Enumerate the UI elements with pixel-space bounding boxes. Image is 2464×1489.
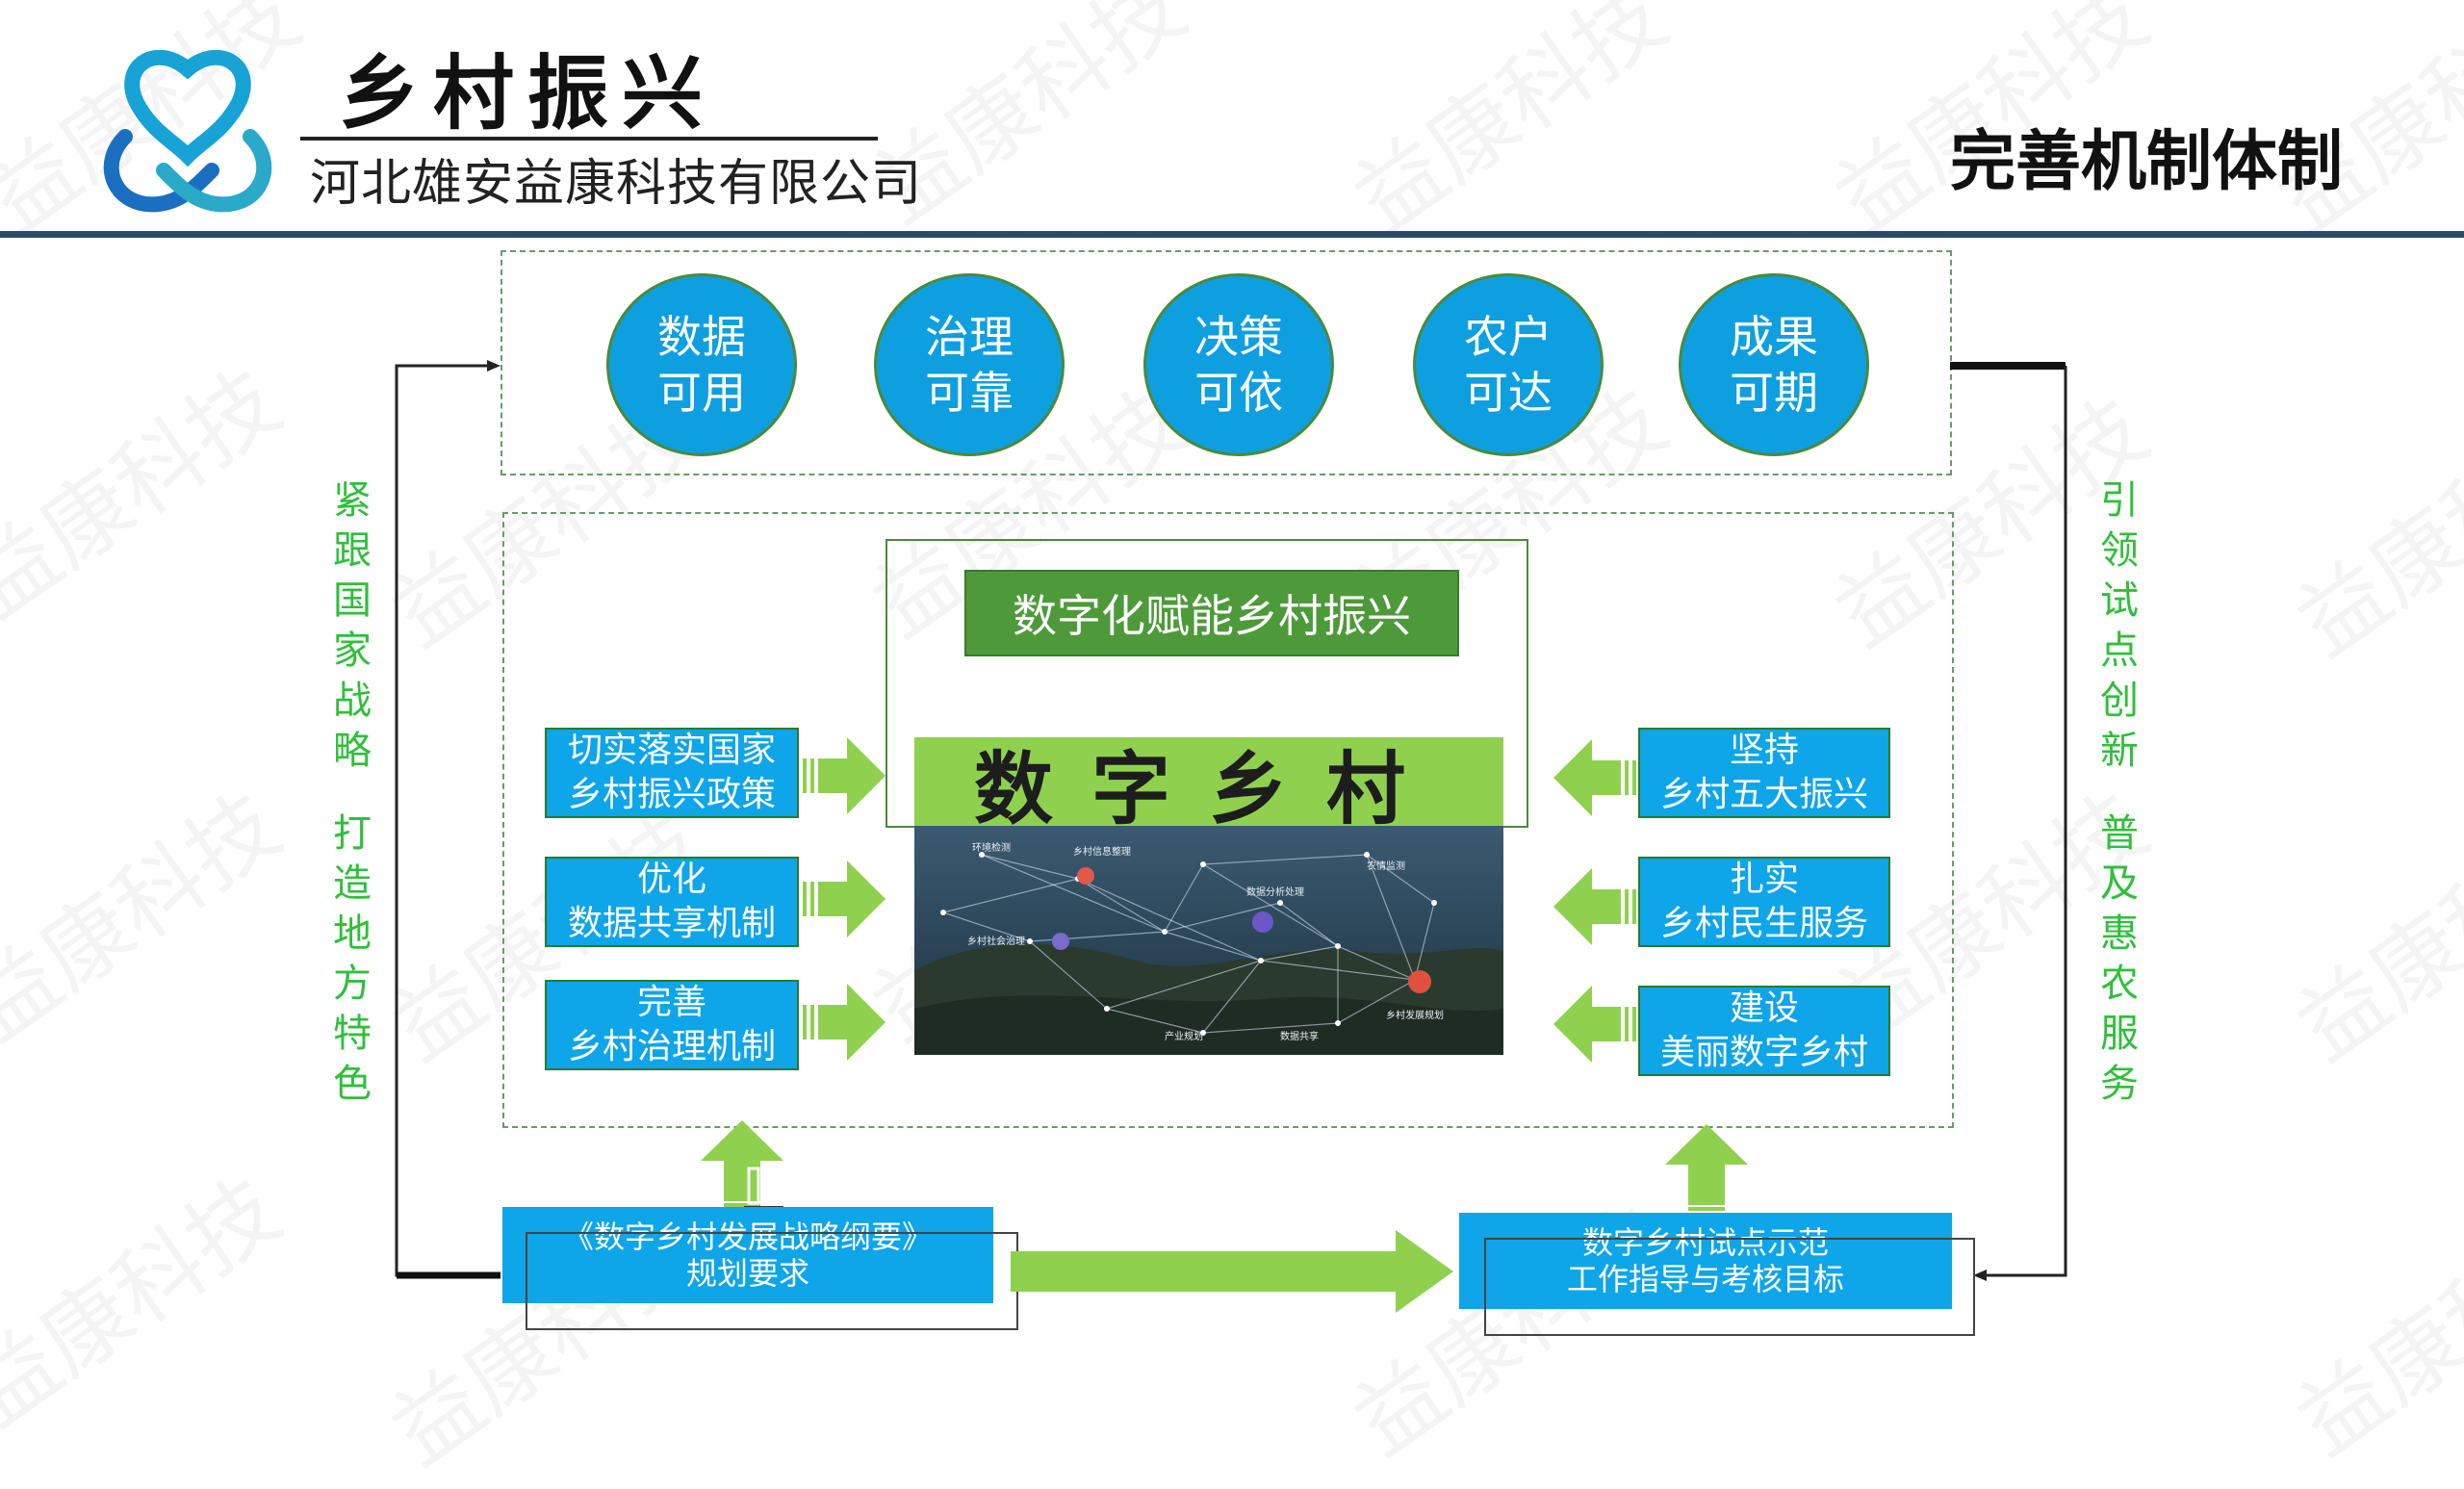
box-line: 数字乡村试点示范: [1581, 1224, 1829, 1261]
box-line: 乡村治理机制: [567, 1027, 776, 1066]
caption-char: 及: [2100, 861, 2139, 906]
caption-char: 家: [333, 629, 372, 673]
goal-circle: 决策 可依: [1143, 273, 1334, 456]
caption-char: 服: [2100, 1012, 2139, 1056]
arrow-up-icon: [1665, 1124, 1748, 1211]
pilot-target-box: 数字乡村试点示范 工作指导与考核目标: [1459, 1213, 1952, 1309]
caption-char: 惠: [2100, 911, 2139, 956]
box-line: 工作指导与考核目标: [1566, 1261, 1844, 1297]
center-banner: 数字化赋能乡村振兴: [964, 570, 1459, 656]
goal-line: 可靠: [925, 367, 1014, 419]
caption-char: 农: [2100, 962, 2139, 1006]
goal-line: 数据: [657, 311, 746, 363]
goal-circle: 治理 可靠: [874, 273, 1065, 456]
box-line: 优化: [636, 860, 706, 899]
box-line: 坚持: [1729, 731, 1799, 770]
goal-line: 决策: [1194, 311, 1283, 363]
box-line: 扎实: [1729, 860, 1799, 899]
photo-label: 数据共享: [1280, 1030, 1319, 1042]
arrow-right-icon: [803, 737, 886, 814]
digital-village-image: 乡村信息整理 数据分析处理 乡村社会治理 乡村发展规划 农情监测 环境检测 产业…: [914, 826, 1503, 1055]
box-line: 规划要求: [685, 1255, 809, 1292]
goal-line: 农户: [1464, 311, 1553, 363]
company-logo-icon: [103, 50, 272, 213]
caption-char: 方: [333, 962, 372, 1006]
arrow-right-icon: [803, 860, 886, 937]
box-line: 《数字乡村发展战略纲要》: [562, 1219, 933, 1255]
photo-label: 农情监测: [1367, 860, 1405, 872]
caption-char: 紧: [333, 478, 372, 523]
goal-circle: 数据 可用: [606, 273, 797, 456]
box-line: 切实落实国家: [567, 731, 776, 770]
caption-char: 跟: [333, 528, 372, 573]
brand-underline: [300, 137, 878, 141]
header-divider: [0, 231, 2464, 238]
goal-box: 扎实 乡村民生服务: [1638, 857, 1890, 947]
photo-label: 乡村社会治理: [967, 935, 1025, 947]
pilot-target-frame: [1484, 1238, 1975, 1336]
goal-line: 成果: [1730, 311, 1818, 363]
caption-char: 点: [2100, 629, 2139, 673]
caption-char: 造: [333, 861, 372, 906]
policy-box: 优化 数据共享机制: [545, 857, 799, 947]
photo-label: 环境检测: [972, 841, 1011, 854]
caption-char: 领: [2100, 528, 2139, 573]
goal-line: 治理: [925, 311, 1014, 363]
goal-line: 可期: [1730, 367, 1818, 419]
caption-char: 打: [333, 811, 372, 856]
box-line: 乡村振兴政策: [567, 775, 776, 814]
photo-label: 数据分析处理: [1246, 886, 1304, 898]
box-line: 乡村五大振兴: [1659, 775, 1868, 814]
right-vertical-caption: 引 领 试 点 创 新 普 及 惠 农 服 务: [2091, 475, 2148, 1109]
caption-char: 创: [2100, 679, 2139, 723]
left-vertical-caption: 紧 跟 国 家 战 略 打 造 地 方 特 色: [323, 475, 381, 1109]
policy-box: 完善 乡村治理机制: [545, 980, 799, 1070]
arrow-left-icon: [1553, 868, 1636, 945]
section-title: 完善机制体制: [1949, 124, 2343, 200]
flow-connectors: [395, 360, 2067, 1281]
box-line: 美丽数字乡村: [1659, 1033, 1868, 1072]
caption-char: 新: [2100, 729, 2139, 773]
goal-box: 坚持 乡村五大振兴: [1638, 728, 1890, 818]
box-line: 乡村民生服务: [1659, 904, 1868, 943]
caption-char: 引: [2100, 478, 2139, 523]
strategy-outline-box: 《数字乡村发展战略纲要》 规划要求: [502, 1207, 993, 1303]
caption-char: 务: [2100, 1062, 2139, 1106]
center-title: 数字乡村: [914, 737, 1503, 835]
company-name: 河北雄安益康科技有限公司: [310, 155, 923, 213]
box-line: 数据共享机制: [567, 904, 776, 943]
arrow-right-icon: [803, 984, 886, 1061]
goal-line: 可依: [1194, 367, 1283, 419]
brand-name: 乡村振兴: [339, 46, 717, 141]
goal-box: 建设 美丽数字乡村: [1638, 986, 1890, 1076]
arrow-up-icon: [701, 1120, 783, 1213]
arrow-left-icon: [1553, 739, 1636, 816]
box-line: 完善: [636, 983, 706, 1022]
photo-label: 乡村发展规划: [1386, 1009, 1444, 1021]
caption-char: 色: [333, 1062, 372, 1106]
goal-line: 可用: [657, 367, 746, 419]
caption-char: 国: [333, 578, 372, 623]
middle-panel: [502, 512, 1954, 1128]
caption-char: 略: [333, 729, 372, 773]
photo-label: 乡村信息整理: [1073, 845, 1131, 858]
goal-line: 可达: [1464, 367, 1553, 419]
arrow-left-icon: [1553, 986, 1636, 1063]
arrow-right-icon: [1011, 1230, 1453, 1313]
policy-box: 切实落实国家 乡村振兴政策: [545, 728, 799, 818]
goal-circle: 农户 可达: [1413, 273, 1604, 456]
strategy-outline-frame: [526, 1232, 1018, 1330]
caption-char: 战: [333, 679, 372, 723]
box-line: 建设: [1729, 988, 1799, 1028]
caption-char: 特: [333, 1012, 372, 1056]
caption-char: 试: [2100, 578, 2139, 623]
caption-char: 地: [333, 911, 372, 956]
caption-char: 普: [2100, 811, 2139, 856]
photo-label: 产业规划: [1165, 1030, 1203, 1042]
goal-circle: 成果 可期: [1679, 273, 1869, 456]
